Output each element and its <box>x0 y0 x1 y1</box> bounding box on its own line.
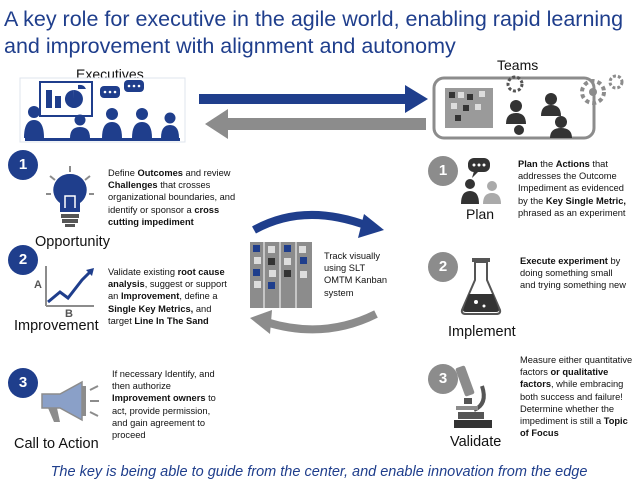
center-description: Track visually using SLT OMTM Kanban sys… <box>324 251 388 298</box>
text-run: If necessary Identify, and then authoriz… <box>112 369 215 392</box>
top-arrows <box>199 85 428 139</box>
text-run: , define a <box>179 291 218 302</box>
left-step-1-heading: Opportunity <box>35 234 110 250</box>
text-run: Plan <box>518 159 538 169</box>
text-run: that crosses organizational boundaries, … <box>108 180 236 215</box>
people-chat-icon <box>461 158 501 204</box>
text-run: Key Single Metric, <box>545 195 627 206</box>
text-run: Define <box>108 168 138 178</box>
kanban-cycle <box>250 211 384 334</box>
left-step-1-description: Define Outcomes and review Challenges th… <box>108 167 236 228</box>
left-step-1-badge: 1 <box>8 150 38 180</box>
text-run: Line In The Sand <box>134 315 209 326</box>
text-run: Validate existing <box>108 267 178 277</box>
teams-board-icon <box>432 74 624 140</box>
cycle-arrow-top <box>252 211 370 234</box>
text-run: , while embracing both success and failu… <box>520 379 624 427</box>
text-run: by doing something small and trying some… <box>520 256 626 291</box>
right-step-1-description: Plan the Actions that addresses the Outc… <box>518 158 634 219</box>
right-step-3-badge: 3 <box>428 364 458 394</box>
microscope-icon <box>454 365 492 428</box>
title-line-1: A key role for executive in the agile wo… <box>4 7 624 31</box>
text-run: , suggest or support an <box>108 279 227 302</box>
lightbulb-icon <box>46 166 94 227</box>
svg-text:B: B <box>65 308 73 320</box>
right-step-3-heading: Validate <box>450 434 502 450</box>
title-line-2: and improvement with alignment and auton… <box>4 34 456 58</box>
right-step-2-heading: Implement <box>448 324 516 340</box>
svg-text:A: A <box>34 279 42 291</box>
line-chart-icon: A B <box>34 266 94 320</box>
left-step-2-description: Validate existing root cause analysis, s… <box>108 266 228 327</box>
text-run: Improvement <box>120 291 180 302</box>
left-step-3-heading: Call to Action <box>14 436 99 452</box>
right-step-1-badge: 1 <box>428 156 458 186</box>
text-run: Improvement owners <box>112 393 206 404</box>
megaphone-icon <box>41 380 99 422</box>
text-run: Single Key Metrics, <box>108 303 194 314</box>
text-run: Execute experiment <box>520 256 608 266</box>
left-step-3-badge: 3 <box>8 368 38 398</box>
left-step-2-badge: 2 <box>8 245 38 275</box>
left-step-2-heading: Improvement <box>14 318 99 334</box>
text-run: Outcomes <box>137 168 183 178</box>
text-run: and review <box>182 168 231 178</box>
footer-tagline: The key is being able to guide from the … <box>50 464 588 480</box>
right-step-2-badge: 2 <box>428 252 458 282</box>
right-step-1-heading: Plan <box>466 206 495 222</box>
teams-label: Teams <box>497 57 539 73</box>
text-run: Challenges <box>108 180 158 191</box>
cycle-arrow-bottom <box>264 310 378 334</box>
text-run: cross cutting impediment <box>108 204 220 227</box>
text-run: Actions <box>555 159 590 169</box>
right-step-3-description: Measure either quantitative factors or q… <box>520 354 634 439</box>
executives-meeting-icon <box>19 77 186 143</box>
text-run: to act, provide permission, and gain agr… <box>112 393 216 441</box>
text-run: root cause analysis <box>108 267 225 290</box>
text-run: the <box>537 159 556 169</box>
right-step-2-description: Execute experiment by doing something sm… <box>520 255 630 292</box>
arrow-to-executives <box>205 109 426 139</box>
text-run: Measure either quantitative factors <box>520 355 633 378</box>
text-run: and target <box>108 303 212 326</box>
flask-icon <box>460 258 502 315</box>
page-title: A key role for executive in the agile wo… <box>4 6 636 60</box>
left-step-3-description: If necessary Identify, and then authoriz… <box>112 368 222 441</box>
text-run: that addresses the Outcome Impediment as… <box>518 159 624 206</box>
text-run: Topic of Focus <box>520 416 628 439</box>
arrow-to-teams <box>199 85 428 113</box>
text-run: or qualitative factors <box>520 367 609 390</box>
text-run: phrased as an experiment <box>518 207 626 218</box>
